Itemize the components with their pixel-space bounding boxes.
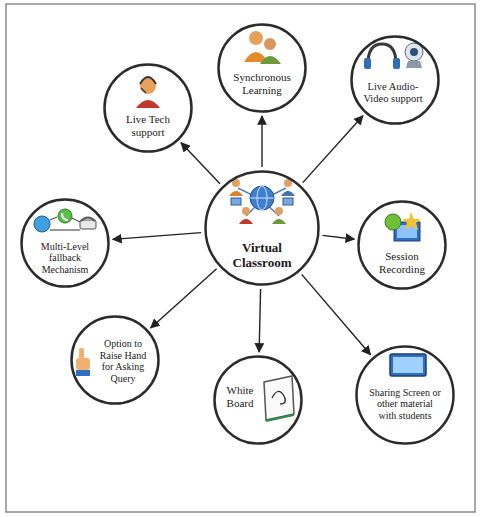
node-label: Session Recording	[368, 250, 436, 275]
headset-webcam-icon	[364, 43, 423, 69]
recording-icon	[385, 212, 421, 241]
hand-icon	[76, 348, 90, 376]
label-box: White Board	[221, 384, 259, 409]
support-agent-icon	[136, 77, 160, 108]
circle-border	[72, 317, 159, 404]
feature-circle: Live Tech support	[103, 63, 193, 153]
feature-circle: Multi-Level fallback Mechanism	[20, 198, 110, 288]
fallback-icon	[34, 209, 96, 232]
monitor-icon	[390, 354, 426, 376]
hub-circle: Virtual Classroom	[204, 170, 320, 286]
node-label: Sharing Screen or other material with st…	[369, 387, 441, 422]
circle-border	[352, 37, 439, 124]
frame	[6, 4, 475, 512]
label-box: Synchronous Learning	[227, 71, 297, 96]
circle-border	[359, 202, 446, 289]
circle-border	[105, 65, 192, 152]
circle-border	[22, 200, 109, 287]
label-box: Multi-Level fallback Mechanism	[33, 241, 97, 276]
node-label: Live Audio-Video support	[359, 81, 427, 105]
circle-border	[215, 357, 302, 444]
node-label: Synchronous Learning	[227, 71, 297, 96]
node-label: Option to Raise Hand for Asking Query	[94, 338, 152, 384]
feature-circle: Synchronous Learning	[217, 23, 307, 113]
hub-icon	[229, 179, 295, 224]
circle-outline	[103, 63, 193, 153]
circle-border	[219, 25, 306, 112]
people-icon	[244, 31, 281, 64]
arrow-connector	[181, 143, 220, 184]
feature-circle: Sharing Screen or other material with st…	[355, 345, 455, 445]
feature-circle: Live Audio-Video support	[350, 35, 440, 125]
node-label: White Board	[221, 384, 259, 409]
label-box: Session Recording	[368, 250, 436, 275]
node-label: Virtual Classroom	[217, 241, 307, 271]
label-box: Option to Raise Hand for Asking Query	[94, 338, 152, 384]
arrow-connector	[323, 235, 355, 239]
circle-outline	[217, 23, 307, 113]
feature-circle: Option to Raise Hand for Asking Query	[70, 315, 160, 405]
node-label: Live Tech support	[115, 113, 181, 138]
label-box: Sharing Screen or other material with st…	[369, 387, 441, 422]
arrow-connector	[151, 269, 217, 328]
arrow-connector	[261, 116, 262, 167]
circle-outline	[213, 355, 303, 445]
label-box: Virtual Classroom	[217, 241, 307, 271]
label-box: Live Audio-Video support	[359, 81, 427, 105]
arrow-connector	[259, 289, 260, 352]
arrow-connector	[303, 116, 363, 183]
arrow-connector	[302, 274, 371, 354]
feature-circle: Session Recording	[357, 200, 447, 290]
node-label: Multi-Level fallback Mechanism	[33, 241, 97, 276]
feature-circle: White Board	[213, 355, 303, 445]
circle-outline	[350, 35, 440, 125]
circle-border	[206, 172, 319, 285]
circle-border	[357, 347, 454, 444]
whiteboard-icon	[264, 376, 294, 421]
label-box: Live Tech support	[115, 113, 181, 138]
circle-outline	[357, 200, 447, 290]
arrow-connector	[113, 233, 201, 240]
